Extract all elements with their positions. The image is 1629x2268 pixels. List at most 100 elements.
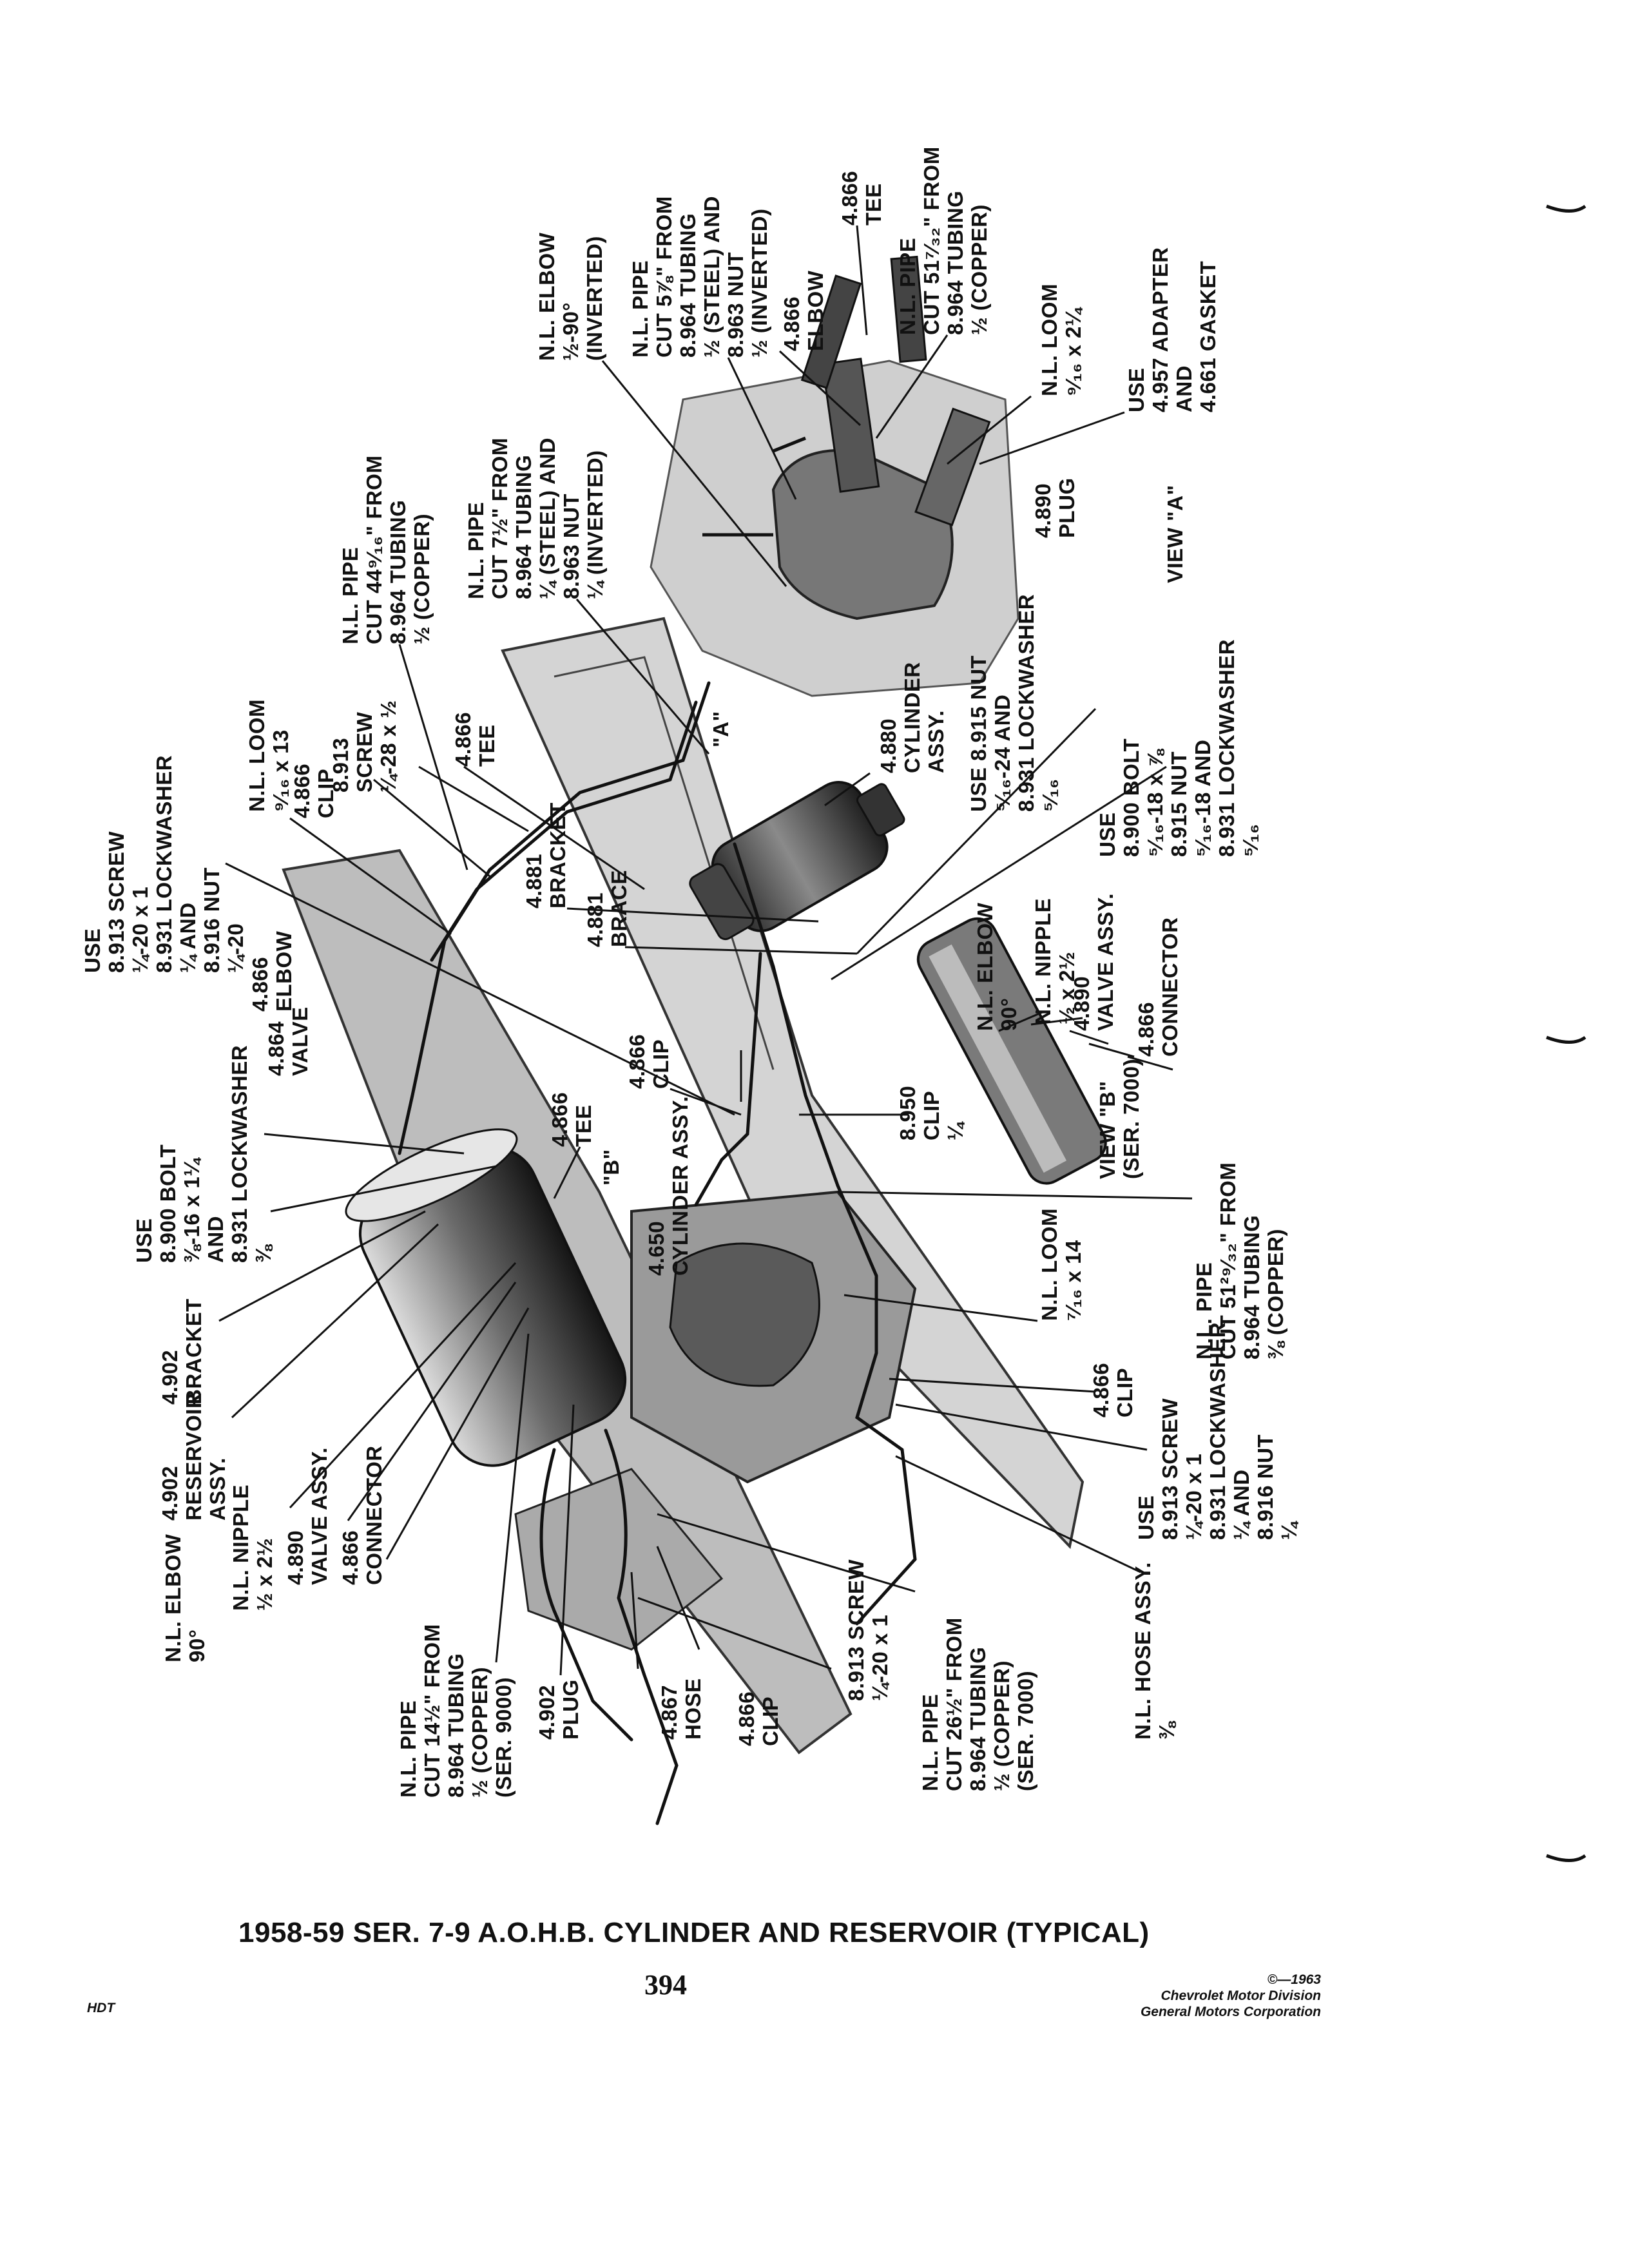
callout-line: USE bbox=[132, 1218, 156, 1263]
callout-line: CLIP bbox=[758, 1696, 782, 1746]
callout-line: ½ (COPPER) bbox=[967, 204, 991, 335]
callout-line: ASSY. bbox=[206, 1457, 229, 1521]
callout-line: ¼ (STEEL) AND bbox=[535, 437, 559, 599]
callout-line: CLIP bbox=[920, 1090, 943, 1140]
callout-line: 4.866 bbox=[780, 296, 804, 351]
view-b-illustration bbox=[916, 917, 1107, 1185]
callout-line: USE bbox=[81, 928, 104, 973]
callout-line: ½ (STEEL) AND bbox=[700, 196, 724, 358]
callout-line: ⅜-16 x 1¼ bbox=[180, 1158, 204, 1263]
callout-line: 8.964 TUBING bbox=[444, 1653, 468, 1798]
callout-c17: "A" bbox=[709, 711, 733, 747]
copyright-line-3: General Motors Corporation bbox=[1140, 2004, 1321, 2019]
callout-line: 4.866 bbox=[1134, 1001, 1158, 1057]
callout-line: VALVE ASSY. bbox=[307, 1447, 331, 1585]
callout-line: N.L. ELBOW bbox=[535, 232, 559, 361]
callout-line: CLIP bbox=[1113, 1367, 1137, 1418]
callout-line: 4.866 bbox=[735, 1691, 758, 1746]
callout-line: ⁵⁄₁₆ bbox=[1038, 778, 1062, 812]
vacuum-reservoir bbox=[345, 1128, 627, 1467]
callout-line: CYLINDER bbox=[900, 662, 924, 773]
callout-line: 4.866 bbox=[548, 1091, 572, 1147]
callout-line: (SER. 9000) bbox=[492, 1677, 516, 1798]
copyright-line-2: Chevrolet Motor Division bbox=[1161, 1988, 1321, 2003]
callout-line: N.L. ELBOW bbox=[161, 1533, 185, 1662]
callout-line: (SER. 7000) bbox=[1014, 1670, 1037, 1791]
callout-line: BRACKET bbox=[546, 802, 570, 908]
callout-line: USE bbox=[1095, 812, 1119, 857]
callout-line: PLUG bbox=[559, 1679, 583, 1740]
callout-line: ¼ bbox=[1277, 1521, 1301, 1540]
callout-line: N.L. HOSE ASSY. bbox=[1131, 1562, 1155, 1740]
callout-line: 8.900 BOLT bbox=[156, 1144, 180, 1263]
callout-line: 8.931 LOCKWASHER bbox=[152, 754, 176, 973]
callout-line: 8.950 bbox=[896, 1085, 920, 1140]
callout-line: ¼-20 x 1 bbox=[1182, 1453, 1206, 1540]
callout-line: 8.916 NUT bbox=[1253, 1434, 1277, 1540]
callout-c35: "B" bbox=[599, 1149, 623, 1186]
callout-line: 8.931 LOCKWASHER bbox=[1206, 1321, 1229, 1540]
callout-line: ¼-20 x 1 bbox=[868, 1614, 892, 1701]
callout-line: N.L. ELBOW bbox=[973, 902, 997, 1031]
callout-line: SCREW bbox=[352, 711, 376, 793]
callout-line: N.L. PIPE bbox=[918, 1693, 942, 1791]
callout-line: BRACE bbox=[607, 870, 631, 947]
callout-line: N.L. NIPPLE bbox=[1031, 898, 1055, 1024]
callout-line: VIEW "A" bbox=[1163, 485, 1187, 583]
callout-line: 4.866 bbox=[838, 170, 862, 226]
callout-line: 4.866 bbox=[625, 1033, 649, 1089]
callout-line: ¼-28 x ½ bbox=[376, 700, 400, 793]
callout-line: 4.902 bbox=[158, 1349, 182, 1405]
callout-line: 8.900 BOLT bbox=[1119, 738, 1143, 857]
callout-line: CONNECTOR bbox=[1158, 917, 1182, 1057]
callout-line: CUT 7½" FROM bbox=[488, 437, 512, 599]
callout-line: 8.931 LOCKWASHER bbox=[1215, 639, 1239, 857]
callout-line: VALVE bbox=[288, 1006, 312, 1076]
callout-line: "B" bbox=[599, 1149, 623, 1186]
callout-line: ½ (COPPER) bbox=[410, 513, 434, 644]
callout-line: ⁷⁄₁₆ x 14 bbox=[1061, 1240, 1085, 1321]
callout-line: 4.881 bbox=[583, 892, 607, 947]
callout-line: N.L. NIPPLE bbox=[229, 1484, 253, 1611]
callout-line: N.L. LOOM bbox=[1037, 284, 1061, 396]
callout-line: 4.880 bbox=[876, 718, 900, 773]
callout-line: ¼ AND bbox=[176, 902, 200, 973]
callout-line: 4.650 bbox=[644, 1220, 668, 1276]
callout-line: 4.890 bbox=[1070, 975, 1094, 1031]
callout-line: N.L. PIPE bbox=[338, 546, 362, 644]
callout-line: 8.931 LOCKWASHER bbox=[1014, 593, 1038, 812]
callout-line: 8.915 NUT bbox=[1167, 751, 1191, 857]
callout-line: 8.916 NUT bbox=[200, 867, 224, 973]
callout-line: 4.866 bbox=[1089, 1362, 1113, 1418]
callout-line: 4.661 GASKET bbox=[1196, 260, 1220, 412]
callout-line: N.L. PIPE bbox=[628, 260, 652, 358]
callout-line: CUT 5⅞" FROM bbox=[652, 196, 676, 358]
copyright-line-1: ©—1963 bbox=[1267, 1972, 1321, 1987]
callout-line: 8.964 TUBING bbox=[676, 213, 700, 358]
view-a-illustration bbox=[650, 255, 1019, 697]
callout-line: 90° bbox=[997, 997, 1021, 1031]
callout-line: CONNECTOR bbox=[362, 1445, 386, 1585]
callout-line: N.L. PIPE bbox=[396, 1700, 420, 1798]
callout-line: CUT 51⁷⁄₃₂" FROM bbox=[920, 146, 943, 335]
footer-code: HDT bbox=[87, 2001, 115, 2015]
